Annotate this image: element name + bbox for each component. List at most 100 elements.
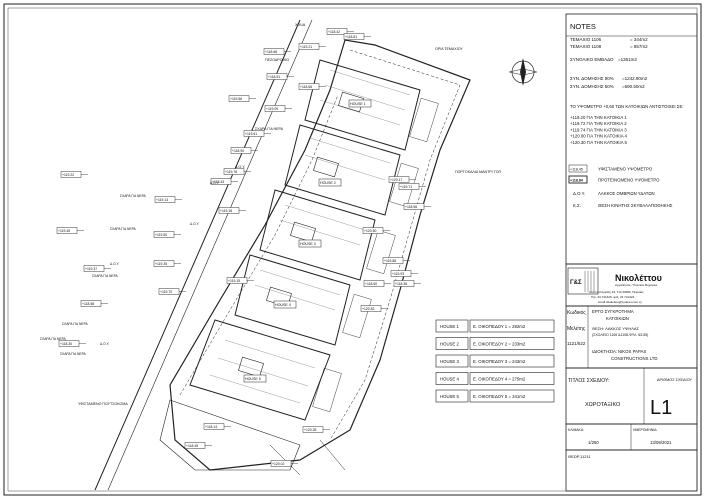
level-callout: +120.02 bbox=[272, 462, 284, 466]
house-tag: HOUSE 2 bbox=[320, 181, 336, 185]
plan-label: ΠΕΖΟΔΡΟΜΙΟ bbox=[265, 58, 289, 62]
level-callout: +119.15 bbox=[228, 279, 240, 283]
coverage-1-label: ΣΥΝ. ΔΟΜΗΣΗΣ 90% bbox=[570, 76, 614, 81]
level-callout: +120.35 bbox=[304, 428, 316, 432]
company-block: Γ&Σ Νικολέττου Αρχιτέκτονες / Πολιτικοί … bbox=[565, 263, 698, 307]
level-callout: +118.45 bbox=[186, 444, 198, 448]
elevation-intro: ΤΟ ΥΨΟΜΕΤΡΟ +0,60 ΤΩΝ ΚΑΤΟΙΚΙΩΝ ΑΝΤΙΣΤΟΙ… bbox=[570, 104, 684, 109]
level-callout: +118.14 bbox=[205, 425, 217, 429]
owner-line-2: CONSTRUCTIONS LTD bbox=[611, 356, 657, 361]
project-line-1: ΕΡΓΟ ΣΥΓΚΡΟΤΗΜΑ bbox=[592, 309, 634, 314]
project-line-4: (ΣΧΟΛΕΙΟ 1106 &1108-ΦΥΛ. 63-55) bbox=[592, 333, 648, 337]
level-callout: +119.76 bbox=[225, 170, 237, 174]
level-callout: +118.58 bbox=[82, 302, 94, 306]
elevation-item: +120.30 ΓΙΑ ΤΗΝ ΚΑΤΟΙΚΙΑ 5 bbox=[570, 140, 628, 145]
legend-symbol-drain: Δ.Ο.Υ. bbox=[573, 191, 585, 196]
plan-label: ΟΡΙΑ ΤΕΜΑΧΙΟΥ bbox=[435, 47, 463, 51]
level-callout: +118.60 bbox=[365, 282, 377, 286]
house-table-name: HOUSE 4 bbox=[440, 377, 459, 382]
level-callout: +119.35 bbox=[155, 262, 167, 266]
elevation-item: +120.00 ΓΙΑ ΤΗΝ ΚΑΤΟΙΚΙΑ 4 bbox=[570, 134, 628, 139]
coverage-1-value: =1242.90m2 bbox=[622, 76, 648, 81]
logo-mark: Γ&Σ bbox=[570, 280, 582, 286]
level-callout: +120.17 bbox=[390, 178, 402, 182]
level-callout: +119.37 bbox=[85, 267, 97, 271]
elevation-item: +119.72 ΓΙΑ ΤΗΝ ΚΑΤΟΙΚΙΑ 2 bbox=[570, 121, 627, 126]
plan-label-drain-pit: Δ.Ο.Υ. bbox=[210, 181, 220, 185]
legend: +118.45 ΥΦΙΣΤΑΜΕΝΟ ΥΨΟΜΕΤΡΟ +118.84 ΠΡΟΤ… bbox=[568, 164, 673, 208]
plan-label: ΠΟΡΤΟΚΑΛΙΑ ΜΑΝΤΡΙ ΤΟΠ bbox=[455, 170, 502, 174]
north-arrow-icon bbox=[508, 58, 538, 86]
site-plan-drawing bbox=[94, 19, 471, 491]
plan-label-drain: ΣΧΑΡΑ ΓΙΑ ΝΕΡΑ bbox=[62, 322, 89, 326]
level-callout: +118.81 bbox=[345, 35, 357, 39]
title-label: ΤΙΤΛΟΣ ΣΧΕΔΙΟΥ: bbox=[568, 378, 609, 384]
house-table-name: HOUSE 2 bbox=[440, 342, 459, 347]
level-callouts: +118.42+118.81+119.21+118.68+118.91+119.… bbox=[56, 28, 425, 467]
level-callout: +118.66 bbox=[300, 85, 312, 89]
elevation-list: +119.20 ΓΙΑ ΤΗΝ ΚΑΤΟΙΚΙΑ 1+119.72 ΓΙΑ ΤΗ… bbox=[570, 115, 628, 145]
plan-label-drain: ΣΧΑΡΑ ΓΙΑ ΝΕΡΑ bbox=[110, 227, 137, 231]
drawing-number: L1 bbox=[650, 397, 672, 419]
legend-symbol-existing: +118.45 bbox=[570, 168, 583, 172]
legend-text-existing: ΥΦΙΣΤΑΜΕΝΟ ΥΨΟΜΕΤΡΟ bbox=[598, 167, 653, 172]
level-callout: +119.56 bbox=[230, 97, 242, 101]
level-callout: +120.50 bbox=[364, 229, 376, 233]
house-table-area: Ε. ΟΙΚΟΠΕΔΟΥ 5 = 341m2 bbox=[473, 394, 526, 399]
level-callout: +119.43 bbox=[212, 180, 224, 184]
house-tag: HOUSE 3 bbox=[300, 242, 316, 246]
title-block: ΤΙΤΛΟΣ ΣΧΕΔΙΟΥ: ΧΩΡΟΤΑΞΙΚΟ ΑΡΙΘΜΟΣ ΣΧΕΔΙ… bbox=[565, 367, 698, 492]
plan-label: Δ.Ο.Υ. bbox=[235, 165, 245, 169]
house-table-name: HOUSE 1 bbox=[440, 324, 459, 329]
level-callout: +119.18 bbox=[220, 209, 232, 213]
level-callout: +118.90 bbox=[232, 149, 244, 153]
legend-text-drain: ΛΑΚΚΟΣ ΟΜΒΡΙΩΝ ΥΔΑΤΩΝ bbox=[598, 191, 655, 196]
parcel-1-value: = 344m2 bbox=[630, 37, 648, 42]
house-tag: HOUSE 1 bbox=[350, 102, 366, 106]
coverage-2-value: =690.50m2 bbox=[622, 84, 645, 89]
elevation-item: +119.74 ΓΙΑ ΤΗΝ ΚΑΤΟΙΚΙΑ 3 bbox=[570, 127, 627, 132]
elevation-item: +119.20 ΓΙΑ ΤΗΝ ΚΑΤΟΙΚΙΑ 1 bbox=[570, 115, 627, 120]
house-table-name: HOUSE 5 bbox=[440, 394, 459, 399]
level-callout: +119.09 bbox=[266, 107, 278, 111]
house-table-name: HOUSE 3 bbox=[440, 359, 459, 364]
level-callout: +120.82 bbox=[362, 307, 374, 311]
project-line-3: ΘΕΣΗ: ΛΑΚΚΟΣ ΥΨΗΛΑΣ bbox=[592, 326, 640, 331]
total-area-value: =1351m2 bbox=[618, 57, 637, 62]
level-callout: +118.56 bbox=[405, 205, 417, 209]
notes-heading: NOTES bbox=[570, 22, 596, 31]
project-line-2: ΚΑΤΟΙΚΙΩΝ bbox=[606, 316, 629, 321]
house-tag: HOUSE 4 bbox=[275, 303, 291, 307]
plan-label-drain-pit: Δ.Ο.Υ. bbox=[100, 342, 110, 346]
house-table-area: Ε. ΟΙΚΟΠΕΔΟΥ 3 = 243m2 bbox=[473, 359, 526, 364]
legend-symbol-proposed: +118.84 bbox=[570, 179, 583, 183]
company-logo-icon bbox=[567, 267, 599, 295]
parcel-1-label: ΤΕΜΑΧΙΟ 1106 bbox=[570, 37, 602, 42]
plan-label-drain: ΣΧΑΡΑ ΓΙΑ ΝΕΡΑ bbox=[120, 194, 147, 198]
owner-label: ΙΔΙΟΚΤΗΣΙΑ: bbox=[592, 349, 617, 354]
plan-label-drain-pit: Δ.Ο.Υ. bbox=[190, 222, 200, 226]
house-table-area: Ε. ΟΙΚΟΠΕΔΟΥ 4 = 275m2 bbox=[473, 377, 526, 382]
study-code: 1121/522 bbox=[567, 341, 586, 346]
house-tag: HOUSE 5 bbox=[245, 377, 261, 381]
scale-value: 1/250 bbox=[588, 440, 599, 445]
company-name: Νικολέττου bbox=[615, 273, 662, 283]
house-table-area: Ε. ΟΙΚΟΠΕΔΟΥ 2 = 233m2 bbox=[473, 342, 526, 347]
legend-text-bin: ΘΕΣΗ ΚΙΝΗΤΗΣ ΣΚΥΒΑΛΑΠΟΘΗΚΗΣ bbox=[598, 203, 673, 208]
owner-line-1: NIKOS PAPAS bbox=[618, 349, 646, 354]
road-label: ΧΙΛΙΑ bbox=[295, 22, 306, 27]
house-tags: HOUSE 1 HOUSE 2 HOUSE 3 HOUSE 4 HOUSE 5 bbox=[243, 99, 372, 383]
level-callout: +118.30 bbox=[60, 342, 72, 346]
level-callout: +118.36 bbox=[395, 282, 407, 286]
parcel-2-value: = 857m2 bbox=[630, 44, 648, 49]
code-label: Κωδικός bbox=[567, 309, 586, 316]
plan-labels: ΟΡΙΑ ΤΕΜΑΧΙΟΥ ΠΕΖΟΔΡΟΜΙΟ ΣΧΑΡΑ ΓΙΑ ΝΕΡΑ Δ.Ο… bbox=[40, 22, 502, 406]
level-callout: +119.88 bbox=[384, 259, 396, 263]
drawing-no-label: ΑΡΙΘΜΟΣ ΣΧΕΔΙΟΥ bbox=[657, 378, 692, 382]
date-label: ΗΜΕΡΟΜΗΝΙΑ: bbox=[633, 428, 657, 432]
company-phone: Τηλ. 23 741425, φαξ. 23 741424 bbox=[591, 295, 634, 299]
level-callout: +119.13 bbox=[156, 198, 168, 202]
